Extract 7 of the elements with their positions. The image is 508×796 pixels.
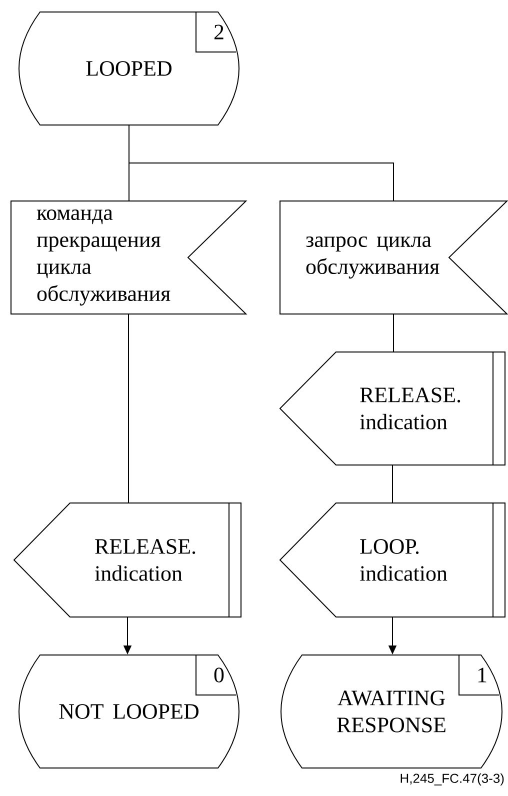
state-number: 2 bbox=[196, 12, 236, 52]
connector-line bbox=[128, 125, 394, 201]
connector-line bbox=[128, 314, 129, 503]
connector-line bbox=[392, 465, 393, 503]
state-number: 0 bbox=[196, 654, 236, 696]
connector-line bbox=[393, 314, 394, 352]
state-number: 1 bbox=[458, 654, 500, 696]
